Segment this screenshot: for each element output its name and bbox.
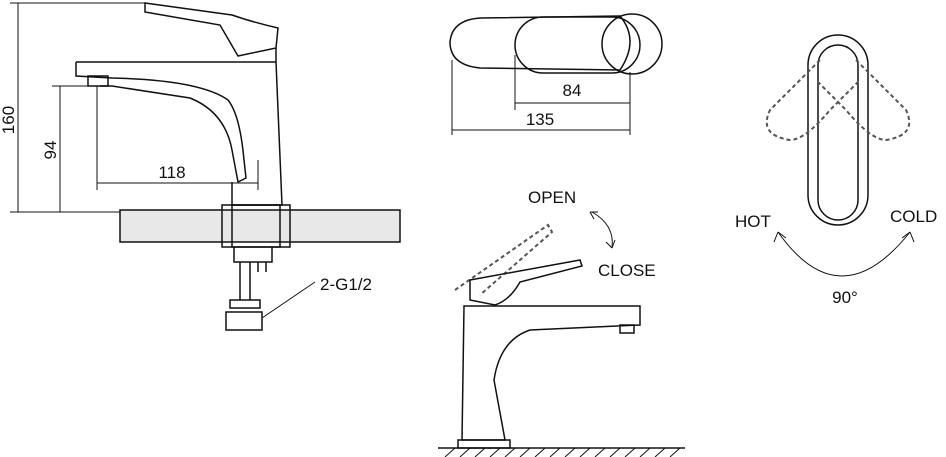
dim-height-total: 160 <box>0 106 18 134</box>
open-label: OPEN <box>528 188 576 207</box>
connection-label: 2-G1/2 <box>320 275 372 294</box>
rotation-angle-label: 90° <box>832 288 858 307</box>
dim-spout-reach: 118 <box>158 163 185 182</box>
dim-spout-height: 94 <box>41 141 60 160</box>
front-view-handle <box>765 34 915 277</box>
top-view-faucet <box>449 13 663 135</box>
dim-total-length: 135 <box>526 110 554 129</box>
dim-handle-length: 84 <box>563 81 582 100</box>
close-label: CLOSE <box>598 261 656 280</box>
countertop <box>119 204 401 248</box>
supply-hoses <box>225 247 316 331</box>
open-close-view <box>438 211 685 457</box>
rotation-arc-icon <box>777 231 911 277</box>
hot-label: HOT <box>735 212 771 231</box>
rotate-arrow-icon <box>591 211 613 249</box>
dimension-lines-side <box>10 2 259 213</box>
cold-label: COLD <box>890 207 937 226</box>
